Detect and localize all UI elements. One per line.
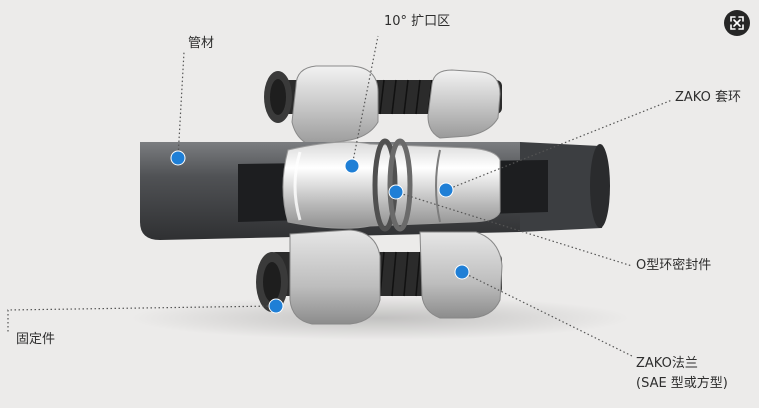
upper-flange-right [427,69,501,139]
leader-lines [7,35,673,357]
leader-zako-ring [445,99,673,191]
marker-flare [344,158,360,174]
label-zako-flange-sub: (SAE 型或方型) [636,376,728,391]
upper-flange-left [291,65,379,147]
leader-pipe [177,51,185,159]
leader-o-ring [395,191,633,267]
label-zako-ring: ZAKO 套环 [675,90,741,105]
expand-button[interactable] [724,10,750,36]
markers [170,150,470,314]
leader-fixing [7,305,277,332]
marker-o-ring [388,184,404,200]
marker-flange [454,264,470,280]
expand-icon [730,16,744,30]
marker-fixing [268,298,284,314]
label-flare-zone: 10° 扩口区 [384,14,451,29]
marker-pipe [170,150,186,166]
ground-shadow [130,296,630,340]
label-pipe: 管材 [188,36,215,51]
marker-zako-ring [438,182,454,198]
label-zako-flange: ZAKO法兰 [636,356,698,371]
label-fixing-part: 固定件 [16,332,56,347]
lower-flange-left [289,229,381,325]
label-o-ring-seal: O型环密封件 [636,258,712,273]
